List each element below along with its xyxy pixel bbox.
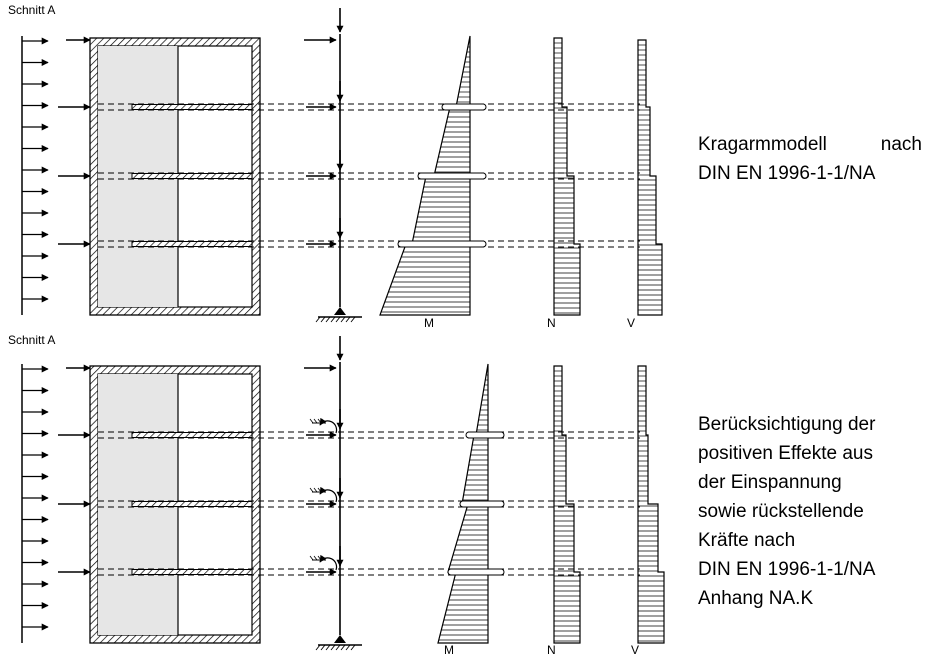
section-label-bottom: Schnitt A bbox=[8, 333, 56, 347]
moment-jump-marker bbox=[441, 103, 487, 111]
restraint-spring-hatch bbox=[321, 418, 326, 424]
normal-force-label-top: N bbox=[547, 316, 556, 330]
moment-jump-marker bbox=[459, 500, 505, 508]
support-hatch bbox=[325, 316, 331, 323]
normal-force-diagram bbox=[553, 37, 581, 316]
section-label-top: Schnitt A bbox=[8, 3, 56, 17]
floor-slab bbox=[131, 432, 253, 438]
support-triangle bbox=[334, 635, 346, 643]
moment-label-bottom: M bbox=[444, 643, 454, 657]
restraint-spring-hatch bbox=[321, 555, 326, 561]
description-line: Kräfte nach bbox=[698, 530, 796, 551]
floor-slab bbox=[131, 241, 253, 247]
moment-jump-marker bbox=[447, 568, 505, 576]
support-hatch bbox=[330, 644, 336, 651]
support-hatch bbox=[330, 316, 336, 323]
support-hatch bbox=[315, 644, 321, 651]
floor-slab bbox=[131, 173, 253, 179]
support-hatch bbox=[335, 644, 341, 651]
support-hatch bbox=[345, 316, 351, 323]
support-hatch bbox=[335, 316, 341, 323]
restraint-spring-hatch bbox=[313, 487, 318, 493]
restraint-spring-hatch bbox=[317, 555, 322, 561]
shear-force-diagram bbox=[637, 365, 665, 644]
restraint-spring-hatch bbox=[313, 418, 318, 424]
description-line: Anhang NA.K bbox=[698, 588, 814, 609]
shear-force-diagram bbox=[637, 39, 663, 316]
description-word: Kragarmmodell bbox=[698, 134, 827, 155]
restraint-spring-hatch bbox=[309, 418, 314, 424]
support-hatch bbox=[350, 644, 356, 651]
description-line: DIN EN 1996-1-1/NA bbox=[698, 559, 876, 580]
shear-force-label-bottom: V bbox=[631, 643, 640, 657]
support-hatch bbox=[320, 316, 326, 323]
description-line: Kragarmmodell nach bbox=[698, 130, 922, 159]
panel-1 bbox=[21, 336, 665, 651]
moment-jump-marker bbox=[417, 172, 487, 180]
restraint-spring-hatch bbox=[321, 487, 326, 493]
support-hatch bbox=[315, 316, 321, 323]
description-line: DIN EN 1996-1-1/NA bbox=[698, 163, 876, 184]
support-hatch bbox=[320, 644, 326, 651]
description-line: Berücksichtigung der bbox=[698, 414, 876, 435]
moment-jump-marker bbox=[465, 431, 505, 439]
support-hatch bbox=[325, 644, 331, 651]
floor-slab bbox=[131, 501, 253, 507]
description-line: sowie rückstellende bbox=[698, 501, 864, 522]
description-line: positiven Effekte aus bbox=[698, 443, 873, 464]
floor-slab bbox=[131, 104, 253, 110]
restraint-spring-hatch bbox=[309, 555, 314, 561]
description-word: nach bbox=[880, 134, 922, 155]
description-line: der Einspannung bbox=[698, 472, 842, 493]
floor-slab bbox=[131, 569, 253, 575]
normal-force-label-bottom: N bbox=[547, 643, 556, 657]
support-hatch bbox=[340, 644, 346, 651]
moment-label-top: M bbox=[424, 316, 434, 330]
support-hatch bbox=[350, 316, 356, 323]
restraint-spring-hatch bbox=[313, 555, 318, 561]
description-bottom: Berücksichtigung der positiven Effekte a… bbox=[698, 410, 875, 613]
description-top: Kragarmmodell nach DIN EN 1996-1-1/NA bbox=[698, 130, 922, 188]
support-hatch bbox=[345, 644, 351, 651]
normal-force-diagram bbox=[553, 365, 581, 644]
shear-force-label-top: V bbox=[627, 316, 636, 330]
moment-jump-marker bbox=[397, 240, 487, 248]
restraint-spring-hatch bbox=[317, 487, 322, 493]
restraint-spring-hatch bbox=[317, 418, 322, 424]
restraint-spring-hatch bbox=[309, 487, 314, 493]
support-hatch bbox=[340, 316, 346, 323]
panel-0 bbox=[21, 8, 663, 323]
support-triangle bbox=[334, 307, 346, 315]
